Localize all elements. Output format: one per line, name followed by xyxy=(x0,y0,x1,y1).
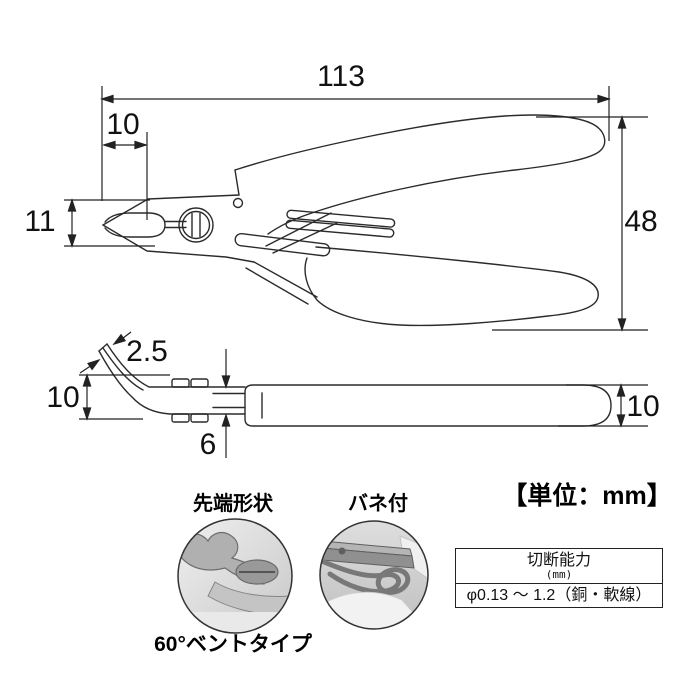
dim-handle-spread: 48 xyxy=(624,205,658,238)
unit-note: 【単位：mm】 xyxy=(502,482,672,510)
dim-tip-thickness: 2.5 xyxy=(126,335,168,368)
joint-tab xyxy=(190,413,209,423)
spec-table-header-title: 切断能力 xyxy=(526,552,591,569)
spring-photo xyxy=(319,520,429,630)
head-bottom-edge xyxy=(102,224,255,263)
top-view-drawing xyxy=(102,114,606,327)
joint-tab xyxy=(190,378,209,388)
spring-leaf-slots xyxy=(285,209,396,238)
side-handle xyxy=(244,384,612,427)
side-view-drawing xyxy=(98,343,612,427)
head-hole xyxy=(232,197,244,209)
side-view-dimensions xyxy=(79,331,648,458)
head-top-edge xyxy=(102,194,240,226)
dim-handle-thickness: 10 xyxy=(626,390,660,423)
spring-title: バネ付 xyxy=(348,493,408,515)
spring-leaf-slot xyxy=(234,232,331,257)
tip-shape-photo xyxy=(177,518,293,634)
joint-tab xyxy=(171,378,190,388)
bent-tip-edge-line xyxy=(102,347,144,391)
arm-edge xyxy=(253,261,318,298)
bent-tip-upper-face xyxy=(106,343,246,388)
upper-handle-outline xyxy=(234,114,606,235)
top-view-dimensions xyxy=(64,86,648,332)
handle-front-step xyxy=(234,169,240,196)
tip-shape-title: 先端形状 xyxy=(193,493,273,515)
dim-jaw-length: 10 xyxy=(106,108,140,141)
arm-edge xyxy=(245,267,309,305)
tip-end xyxy=(98,343,108,352)
dim-head-width: 11 xyxy=(24,205,56,238)
spec-table-header-unit: (mm) xyxy=(545,568,573,581)
joint-tab xyxy=(171,413,190,423)
dim-overall-length: 113 xyxy=(317,60,365,93)
spring-wire-photo-shape xyxy=(321,559,401,595)
spec-table-value: φ0.13 ～ 1.2（銅・軟線） xyxy=(466,587,652,604)
neck-lines xyxy=(212,392,246,409)
cutting-edge-slot xyxy=(104,212,166,238)
lower-handle-outline xyxy=(304,246,599,327)
pivot-screw-slot xyxy=(191,212,201,238)
pivot-screw-inner xyxy=(181,210,211,240)
arm-edge xyxy=(272,222,338,254)
bent-tip-lower-face xyxy=(98,350,246,415)
dim-joint-thickness: 6 xyxy=(199,428,217,461)
dim-tip-height: 10 xyxy=(46,381,80,414)
tip-shape-caption: 60°ベントタイプ xyxy=(154,633,312,656)
spec-table: 切断能力 (mm) φ0.13 ～ 1.2（銅・軟線） xyxy=(455,548,663,608)
spec-table-header: 切断能力 (mm) xyxy=(456,549,662,584)
pivot-screw xyxy=(178,207,214,243)
